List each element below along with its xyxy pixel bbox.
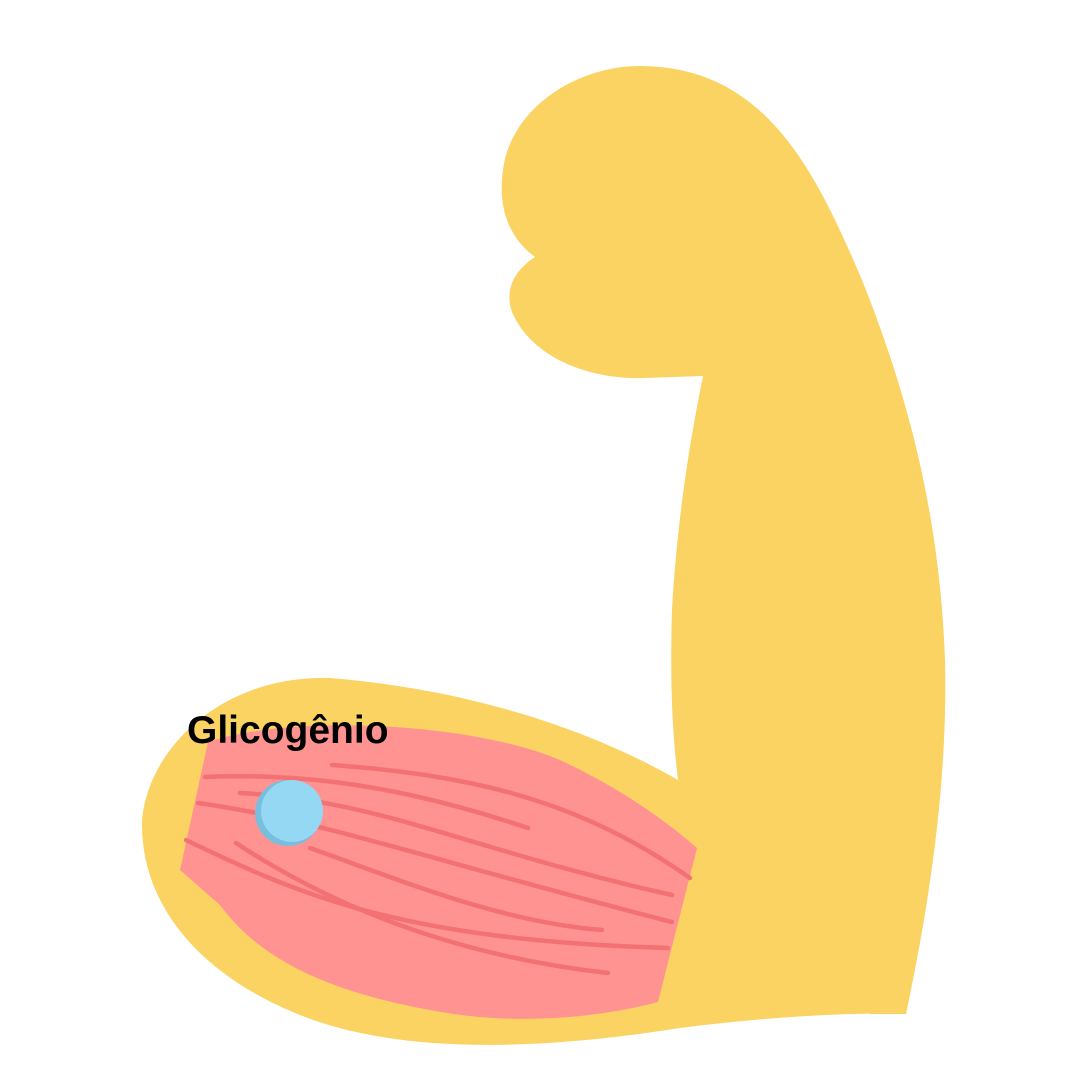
glycogen-granule-icon <box>255 780 323 846</box>
glycogen-label: Glicogênio <box>187 709 389 752</box>
upper-arm-and-fist <box>501 66 946 1014</box>
